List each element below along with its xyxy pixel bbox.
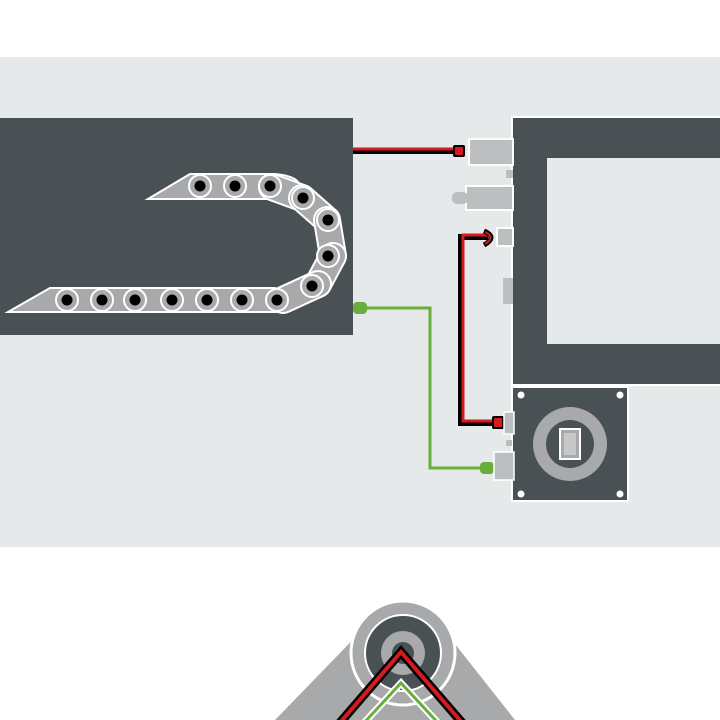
chain-link-pin [229,180,241,192]
cable-carrier-box [0,118,353,335]
mount-hole [517,391,525,399]
mount-hole [517,490,525,498]
chain-link-pin [96,294,108,306]
motor-connector-green [493,451,515,481]
mount-hole [616,391,624,399]
pivot-joint [275,599,515,720]
motor-connector-red [503,411,515,435]
connector-pin [506,170,513,178]
mount-hole [616,490,624,498]
chain-link-pin [297,192,309,204]
motor-connector-pin [506,440,512,446]
cable-chain-icon [4,173,347,314]
motor-icon [533,407,607,481]
connector-port-1 [468,138,514,166]
chain-link-pin [201,294,213,306]
pivot-wires [336,645,466,720]
chain-link-pin [194,180,206,192]
chain-link-pin [61,294,73,306]
chain-link-pin [271,294,283,306]
wire-red-black-top [353,145,465,157]
controller-box [452,116,720,386]
chain-link-pin [129,294,141,306]
chain-link-pin [322,250,334,262]
connector-slot [503,278,513,304]
wire-green [353,302,494,474]
connector-port-3 [496,227,514,247]
stepper-motor [493,386,629,502]
chain-link-pin [166,294,178,306]
connector-port-2 [452,185,514,211]
chain-link-pin [322,214,334,226]
wire-red-black-motor [458,228,504,429]
chain-link-pin [236,294,248,306]
chain-link-pin [264,180,276,192]
chain-link-pin [306,280,318,292]
display-frame-icon [547,158,720,344]
